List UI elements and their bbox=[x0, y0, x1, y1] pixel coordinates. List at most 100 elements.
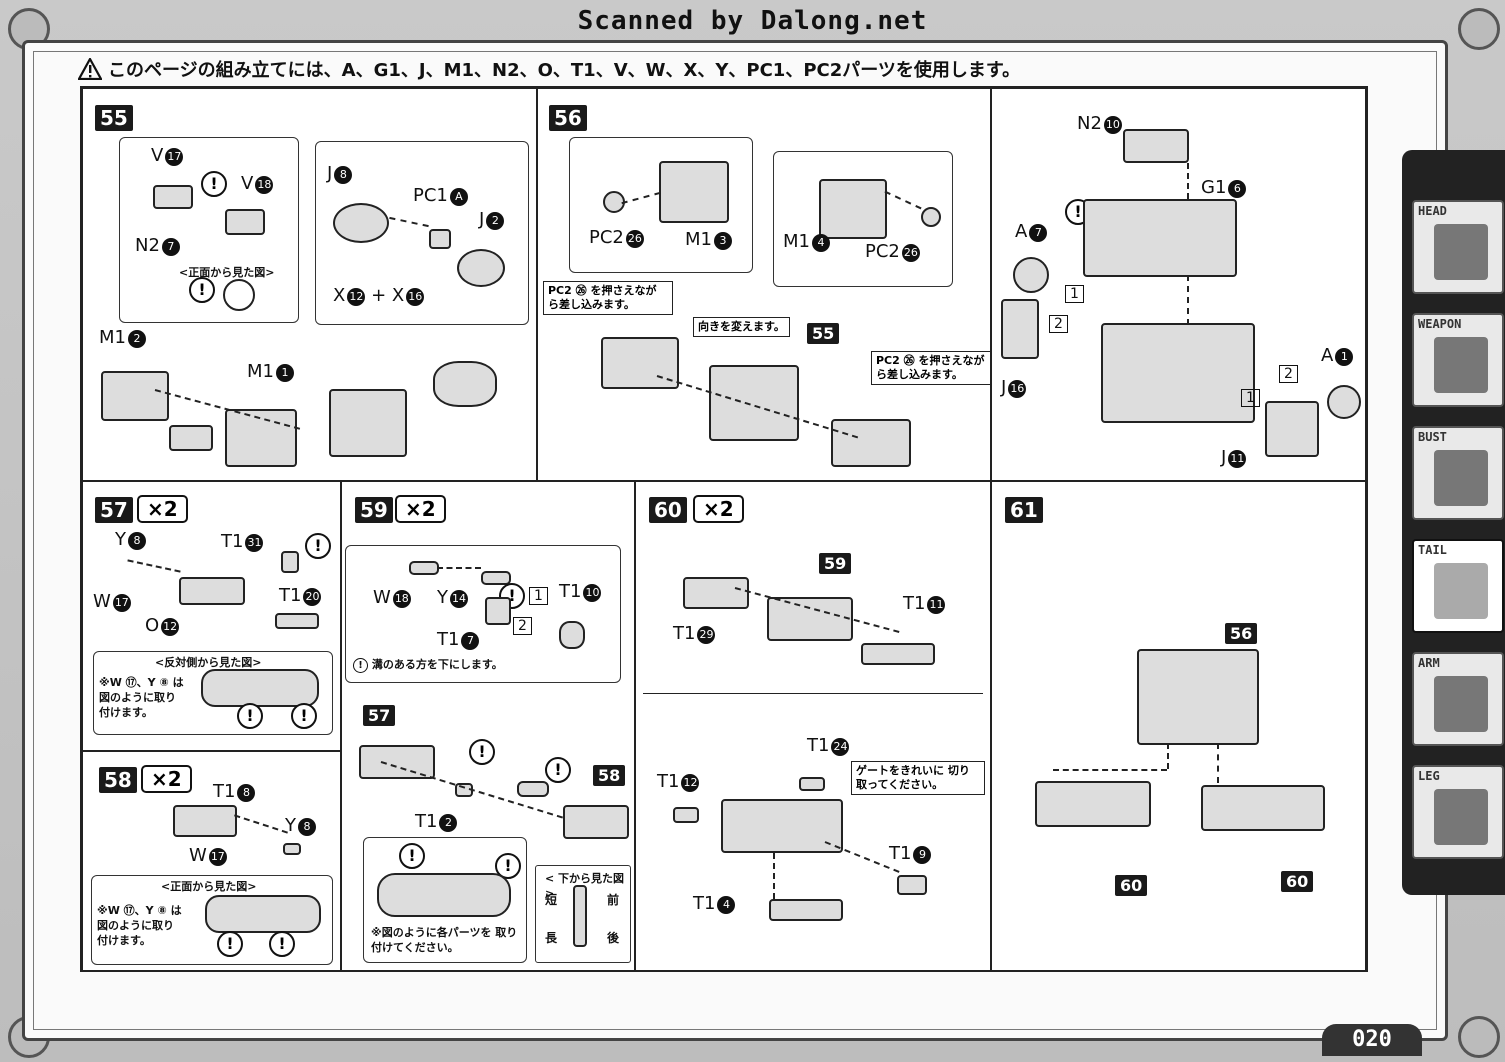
caution-icon: ! bbox=[305, 533, 331, 559]
assembly-guide-line bbox=[1187, 163, 1189, 199]
part-drawing bbox=[767, 597, 853, 641]
order-label: 1 bbox=[529, 587, 548, 605]
part-drawing bbox=[481, 571, 511, 585]
dimension-label: 前 bbox=[607, 893, 620, 907]
section-divider bbox=[643, 693, 983, 694]
caution-icon: ! bbox=[353, 658, 368, 673]
order-label: 1 bbox=[1241, 389, 1260, 407]
part-drawing bbox=[563, 805, 629, 839]
part-drawing bbox=[1013, 257, 1049, 293]
caution-icon: ! bbox=[399, 843, 425, 869]
part-drawing bbox=[721, 799, 843, 853]
tail-icon bbox=[1434, 563, 1488, 619]
tab-weapon[interactable]: WEAPON bbox=[1412, 313, 1504, 407]
tab-label: BUST bbox=[1418, 430, 1447, 444]
tab-label: TAIL bbox=[1418, 543, 1447, 557]
weapon-icon bbox=[1434, 337, 1488, 393]
tab-head[interactable]: HEAD bbox=[1412, 200, 1504, 294]
part-drawing bbox=[1083, 199, 1237, 277]
parts-notice: このページの組み立てには、A、G1、J、M1、N2、O、T1、V、W、X、Y、P… bbox=[78, 56, 1020, 82]
part-drawing bbox=[573, 885, 587, 947]
notice-text: このページの組み立てには、A、G1、J、M1、N2、O、T1、V、W、X、Y、P… bbox=[108, 60, 1021, 81]
part-drawing bbox=[709, 365, 799, 441]
part-drawing bbox=[359, 745, 435, 779]
part-drawing bbox=[179, 577, 245, 605]
part-drawing bbox=[603, 191, 625, 213]
assembly-guide-line bbox=[773, 853, 775, 899]
tab-label: ARM bbox=[1418, 656, 1440, 670]
view-label: <反対側から見た図> bbox=[155, 656, 262, 669]
part-drawing bbox=[517, 781, 549, 797]
view-label: < 下から見た図 > bbox=[545, 872, 625, 900]
part-drawing bbox=[1035, 781, 1151, 827]
part-drawing bbox=[333, 203, 389, 243]
dimension-label: 短 bbox=[545, 893, 558, 907]
subassembly-box bbox=[345, 545, 621, 683]
leg-icon bbox=[1434, 789, 1488, 845]
caution-icon: ! bbox=[189, 277, 215, 303]
view-label: <正面から見た図> bbox=[161, 880, 257, 893]
dimension-label: 後 bbox=[607, 931, 620, 945]
order-label: 1 bbox=[1065, 285, 1084, 303]
part-drawing bbox=[1265, 401, 1319, 457]
tab-bust[interactable]: BUST bbox=[1412, 426, 1504, 520]
part-drawing bbox=[201, 669, 319, 707]
tab-leg[interactable]: LEG bbox=[1412, 765, 1504, 859]
step-reference: 56 bbox=[1225, 623, 1258, 644]
instruction-callout: PC2 ㉖ を押さえなが ら差し込みます。 bbox=[543, 281, 673, 315]
step-number: 58 bbox=[99, 767, 137, 793]
instruction-callout: PC2 ㉖ を押さえなが ら差し込みます。 bbox=[871, 351, 991, 385]
quantity-badge: ×2 bbox=[395, 495, 446, 523]
part-drawing bbox=[1001, 299, 1039, 359]
instruction-callout: 向きを変えます。 bbox=[693, 317, 790, 337]
tab-tail[interactable]: TAIL bbox=[1412, 539, 1504, 633]
step-number: 61 bbox=[1005, 497, 1043, 523]
part-drawing bbox=[429, 229, 451, 249]
page-number: 020 bbox=[1322, 1024, 1422, 1056]
step-number: 57 bbox=[95, 497, 133, 523]
step-reference: 60 bbox=[1115, 875, 1148, 896]
part-drawing bbox=[205, 895, 321, 933]
tab-arm[interactable]: ARM bbox=[1412, 652, 1504, 746]
section-tab-bar: HEAD WEAPON BUST TAIL ARM LEG bbox=[1402, 150, 1505, 895]
part-drawing bbox=[769, 899, 843, 921]
arm-icon bbox=[1434, 676, 1488, 732]
step-number: 56 bbox=[549, 105, 587, 131]
part-drawing bbox=[457, 249, 505, 287]
part-drawing bbox=[281, 551, 299, 573]
caution-icon: ! bbox=[545, 757, 571, 783]
part-drawing bbox=[559, 621, 585, 649]
part-drawing bbox=[101, 371, 169, 421]
part-drawing bbox=[409, 561, 439, 575]
tab-label: HEAD bbox=[1418, 204, 1447, 218]
assembly-guide-line bbox=[1167, 743, 1169, 769]
part-drawing bbox=[275, 613, 319, 629]
part-drawing bbox=[673, 807, 699, 823]
